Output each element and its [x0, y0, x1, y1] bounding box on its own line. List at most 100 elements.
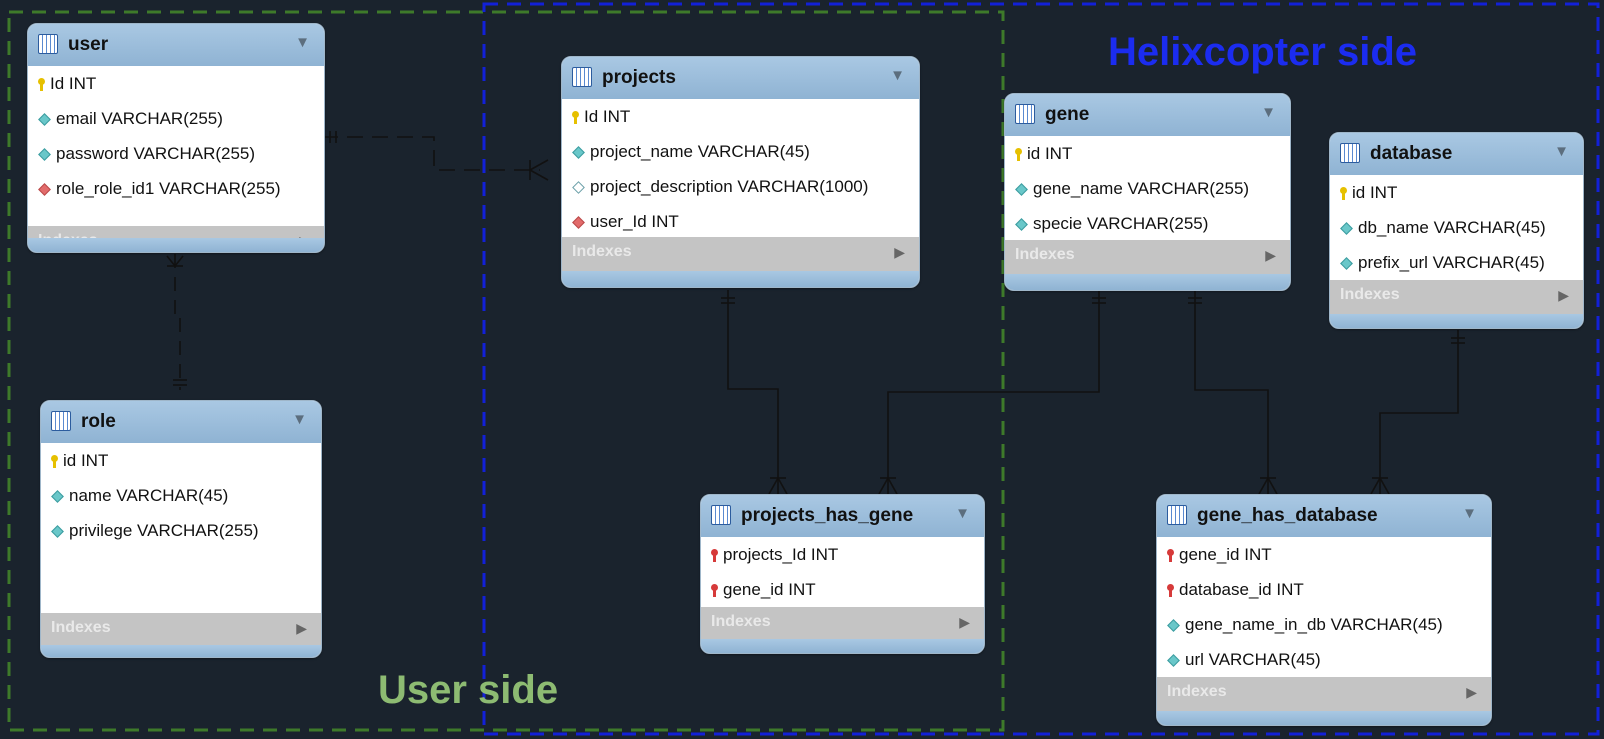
helixcopter-side-label: Helixcopter side: [1108, 30, 1418, 74]
user-side-label: User side: [378, 668, 559, 712]
collapse-arrow-icon[interactable]: ▼: [1261, 104, 1276, 121]
indexes-section[interactable]: Indexes ▶: [41, 613, 321, 647]
foreign-key-column-icon: [38, 183, 51, 196]
table-projects-has-gene[interactable]: projects_has_gene ▼ projects_Id INT gene…: [700, 494, 985, 654]
column-row[interactable]: Id INT: [562, 99, 919, 134]
table-icon: [711, 505, 731, 525]
column-row[interactable]: gene_name VARCHAR(255): [1005, 171, 1290, 206]
column-row[interactable]: email VARCHAR(255): [28, 101, 324, 136]
column-icon: [38, 148, 51, 161]
nullable-column-icon: [572, 181, 585, 194]
expand-arrow-icon[interactable]: ▶: [296, 620, 307, 636]
table-header[interactable]: user ▼: [28, 24, 324, 66]
table-database[interactable]: database ▼ id INT db_name VARCHAR(45) pr…: [1329, 132, 1584, 329]
column-icon: [51, 525, 64, 538]
column-row[interactable]: projects_Id INT: [701, 537, 984, 572]
column-icon: [51, 490, 64, 503]
table-gene-has-database[interactable]: gene_has_database ▼ gene_id INT database…: [1156, 494, 1492, 726]
indexes-section[interactable]: Indexes ▶: [1157, 677, 1491, 711]
column-row[interactable]: gene_id INT: [1157, 537, 1491, 572]
table-icon: [1015, 104, 1035, 124]
table-icon: [572, 67, 592, 87]
table-footer: [1157, 711, 1491, 725]
indexes-label: Indexes: [1340, 286, 1400, 303]
table-gene[interactable]: gene ▼ id INT gene_name VARCHAR(255) spe…: [1004, 93, 1291, 291]
collapse-arrow-icon[interactable]: ▼: [1554, 143, 1569, 160]
table-footer: [1005, 274, 1290, 290]
expand-arrow-icon[interactable]: ▶: [959, 614, 970, 630]
helixcopter-side-region: [482, 2, 1600, 736]
indexes-section[interactable]: Indexes ▶: [562, 237, 919, 271]
collapse-arrow-icon[interactable]: ▼: [295, 34, 310, 51]
table-header[interactable]: gene ▼: [1005, 94, 1290, 136]
user-side-region: [7, 10, 1005, 732]
table-title: user: [68, 34, 109, 55]
indexes-label: Indexes: [711, 613, 771, 630]
rel-user-projects: [322, 136, 540, 171]
column-row[interactable]: password VARCHAR(255): [28, 136, 324, 171]
collapse-arrow-icon[interactable]: ▼: [890, 67, 905, 84]
expand-arrow-icon[interactable]: ▶: [1466, 684, 1477, 700]
table-title: gene: [1045, 104, 1090, 125]
column-row[interactable]: gene_id INT: [701, 572, 984, 607]
table-title: projects_has_gene: [741, 505, 914, 526]
column-row[interactable]: name VARCHAR(45): [41, 478, 321, 513]
primary-key-icon: [1340, 187, 1347, 201]
column-row[interactable]: database_id INT: [1157, 572, 1491, 607]
table-header[interactable]: projects_has_gene ▼: [701, 495, 984, 537]
indexes-section[interactable]: Indexes ▶: [1005, 240, 1290, 274]
column-row[interactable]: id INT: [1330, 175, 1583, 210]
column-row[interactable]: id INT: [1005, 136, 1290, 171]
column-row[interactable]: role_role_id1 VARCHAR(255): [28, 171, 324, 206]
table-role[interactable]: role ▼ id INT name VARCHAR(45) privilege…: [40, 400, 322, 658]
table-title: projects: [602, 67, 676, 88]
indexes-label: Indexes: [1015, 246, 1075, 263]
table-user[interactable]: user ▼ Id INT email VARCHAR(255) passwor…: [27, 23, 325, 253]
indexes-section[interactable]: Indexes ▶: [1330, 280, 1583, 314]
column-list: id INT db_name VARCHAR(45) prefix_url VA…: [1330, 175, 1583, 280]
foreign-primary-key-icon: [1167, 584, 1174, 598]
table-footer: [41, 645, 321, 657]
expand-arrow-icon[interactable]: ▶: [894, 244, 905, 260]
collapse-arrow-icon[interactable]: ▼: [955, 505, 970, 522]
column-icon: [1340, 257, 1353, 270]
expand-arrow-icon[interactable]: ▶: [1558, 287, 1569, 303]
table-header[interactable]: role ▼: [41, 401, 321, 443]
collapse-arrow-icon[interactable]: ▼: [292, 411, 307, 428]
rel-gene-phg: [887, 290, 1100, 494]
indexes-label: Indexes: [1167, 683, 1227, 700]
column-row[interactable]: Id INT: [28, 66, 324, 101]
column-row[interactable]: id INT: [41, 443, 321, 478]
table-footer: [562, 271, 919, 287]
table-title: database: [1370, 143, 1453, 164]
table-title: role: [81, 411, 116, 432]
column-row[interactable]: url VARCHAR(45): [1157, 642, 1491, 677]
column-icon: [1015, 183, 1028, 196]
indexes-section[interactable]: Indexes ▶: [701, 607, 984, 641]
expand-arrow-icon[interactable]: ▶: [1265, 247, 1276, 263]
column-row[interactable]: prefix_url VARCHAR(45): [1330, 245, 1583, 280]
rel-gene-ghd: [1194, 290, 1269, 494]
column-icon: [38, 113, 51, 126]
column-icon: [1167, 654, 1180, 667]
table-projects[interactable]: projects ▼ Id INT project_name VARCHAR(4…: [561, 56, 920, 288]
column-row[interactable]: project_description VARCHAR(1000): [562, 169, 919, 204]
column-row[interactable]: db_name VARCHAR(45): [1330, 210, 1583, 245]
primary-key-icon: [1015, 148, 1022, 162]
column-icon: [572, 146, 585, 159]
column-row[interactable]: gene_name_in_db VARCHAR(45): [1157, 607, 1491, 642]
table-header[interactable]: projects ▼: [562, 57, 919, 99]
table-header[interactable]: gene_has_database ▼: [1157, 495, 1491, 537]
column-row[interactable]: specie VARCHAR(255): [1005, 206, 1290, 241]
foreign-key-column-icon: [572, 216, 585, 229]
column-row[interactable]: project_name VARCHAR(45): [562, 134, 919, 169]
column-list: Id INT project_name VARCHAR(45) project_…: [562, 99, 919, 239]
column-row[interactable]: user_Id INT: [562, 204, 919, 239]
table-header[interactable]: database ▼: [1330, 133, 1583, 175]
collapse-arrow-icon[interactable]: ▼: [1462, 505, 1477, 522]
column-row[interactable]: privilege VARCHAR(255): [41, 513, 321, 548]
table-footer: [1330, 314, 1583, 328]
indexes-label: Indexes: [51, 619, 111, 636]
